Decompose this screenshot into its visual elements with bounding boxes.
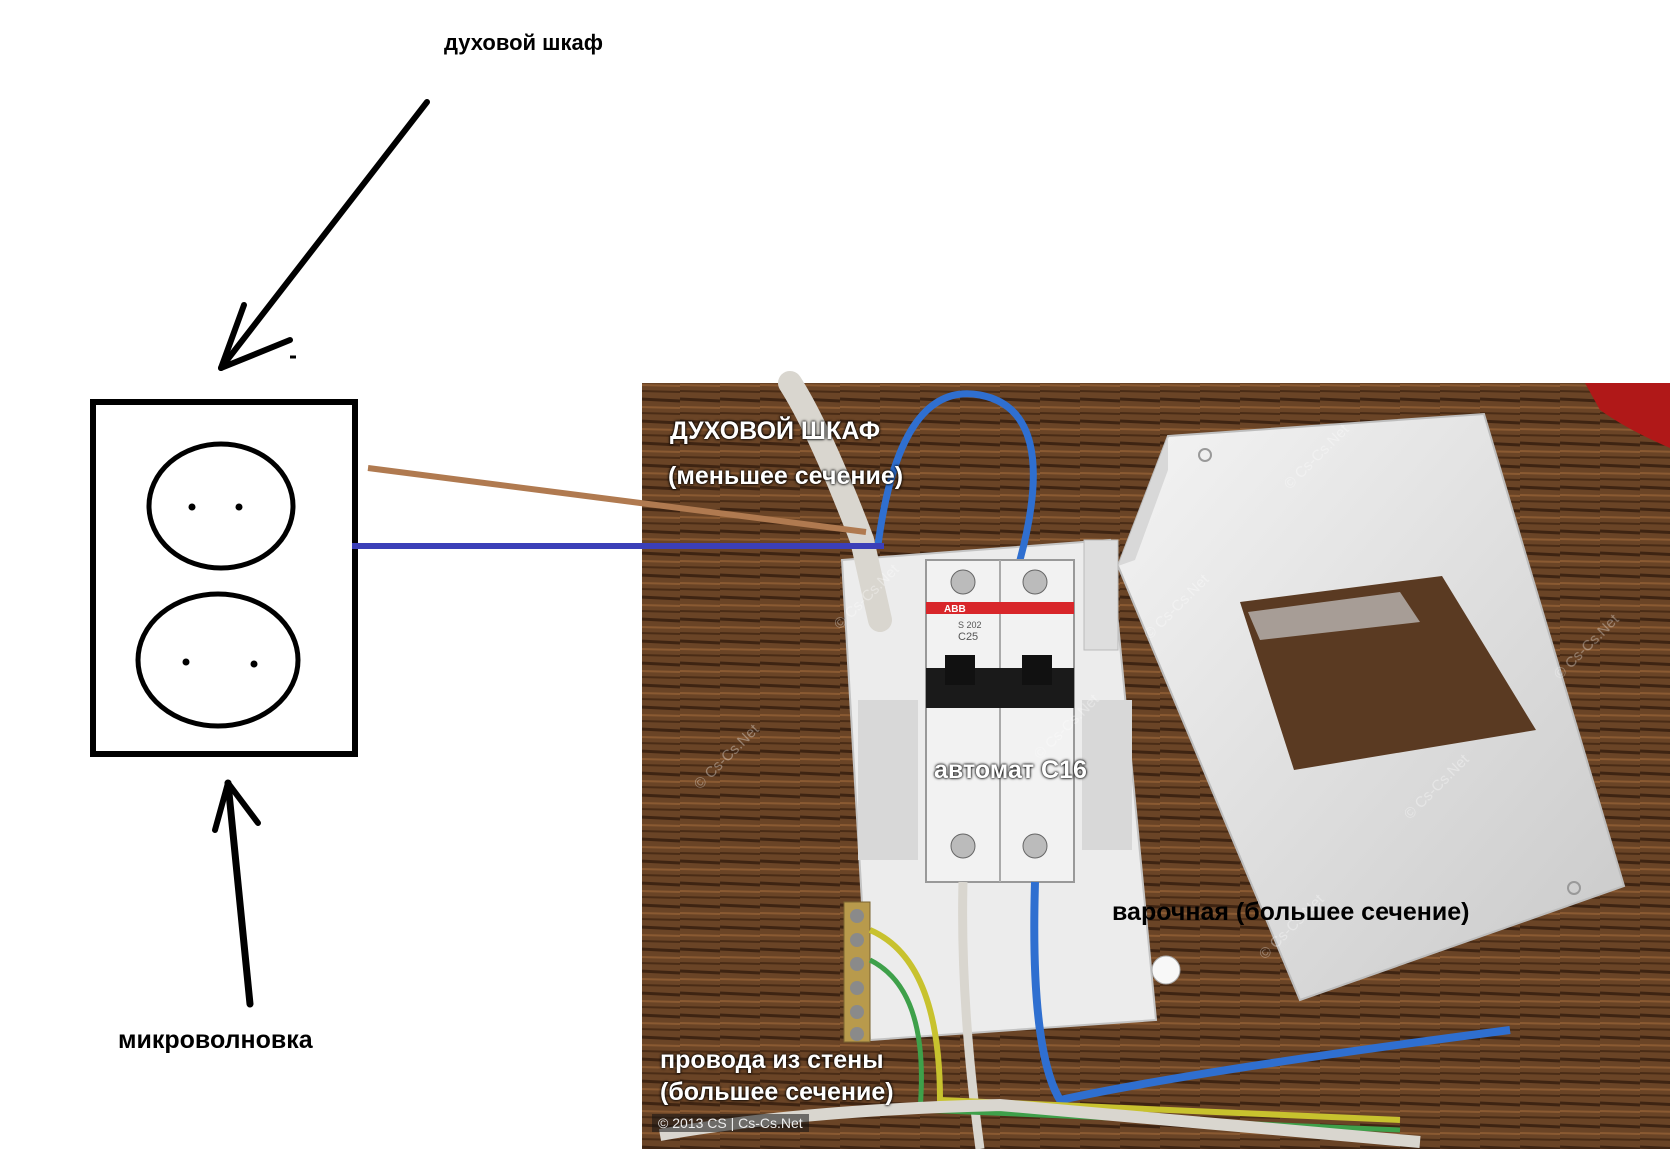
photo-panel: ABB S 202 C25 © Cs-Cs.Net © — [352, 371, 1670, 1149]
breaker-label: автомат С16 — [934, 756, 1087, 784]
oven-label: духовой шкаф — [444, 30, 604, 55]
microwave-label: микроволновка — [118, 1026, 313, 1054]
cooktop-label: варочная (большее сечение) — [1112, 898, 1470, 926]
breaker-rating: C25 — [958, 631, 978, 643]
oven-section-label: (меньшее сечение) — [668, 462, 904, 490]
breaker-brand: ABB — [944, 604, 966, 615]
ground-busbar — [843, 901, 871, 1043]
sketch — [90, 99, 430, 1008]
copyright-notice: © 2013 CS | Cs-Cs.Net — [652, 1114, 809, 1132]
upper-socket — [146, 441, 296, 571]
wall-wires-label-line2: (большее сечение) — [660, 1078, 894, 1106]
blue-loop-wire — [874, 390, 1037, 561]
arrow-from-oven-label — [218, 99, 430, 371]
lower-socket — [135, 591, 301, 729]
arrow-from-microwave-label — [212, 779, 261, 1008]
oven-photo-label: ДУХОВОЙ ШКАФ — [670, 417, 881, 445]
screwdriver-handle — [1585, 383, 1670, 448]
enclosure-cover — [1116, 412, 1626, 1002]
wall-wires-label-line1: провода из стены — [660, 1046, 884, 1074]
breaker-model: S 202 — [958, 620, 982, 630]
grey-cable — [778, 371, 892, 632]
double-socket — [90, 399, 358, 757]
circuit-breaker: ABB S 202 C25 — [925, 559, 1075, 883]
brown-wire-line — [367, 465, 867, 535]
